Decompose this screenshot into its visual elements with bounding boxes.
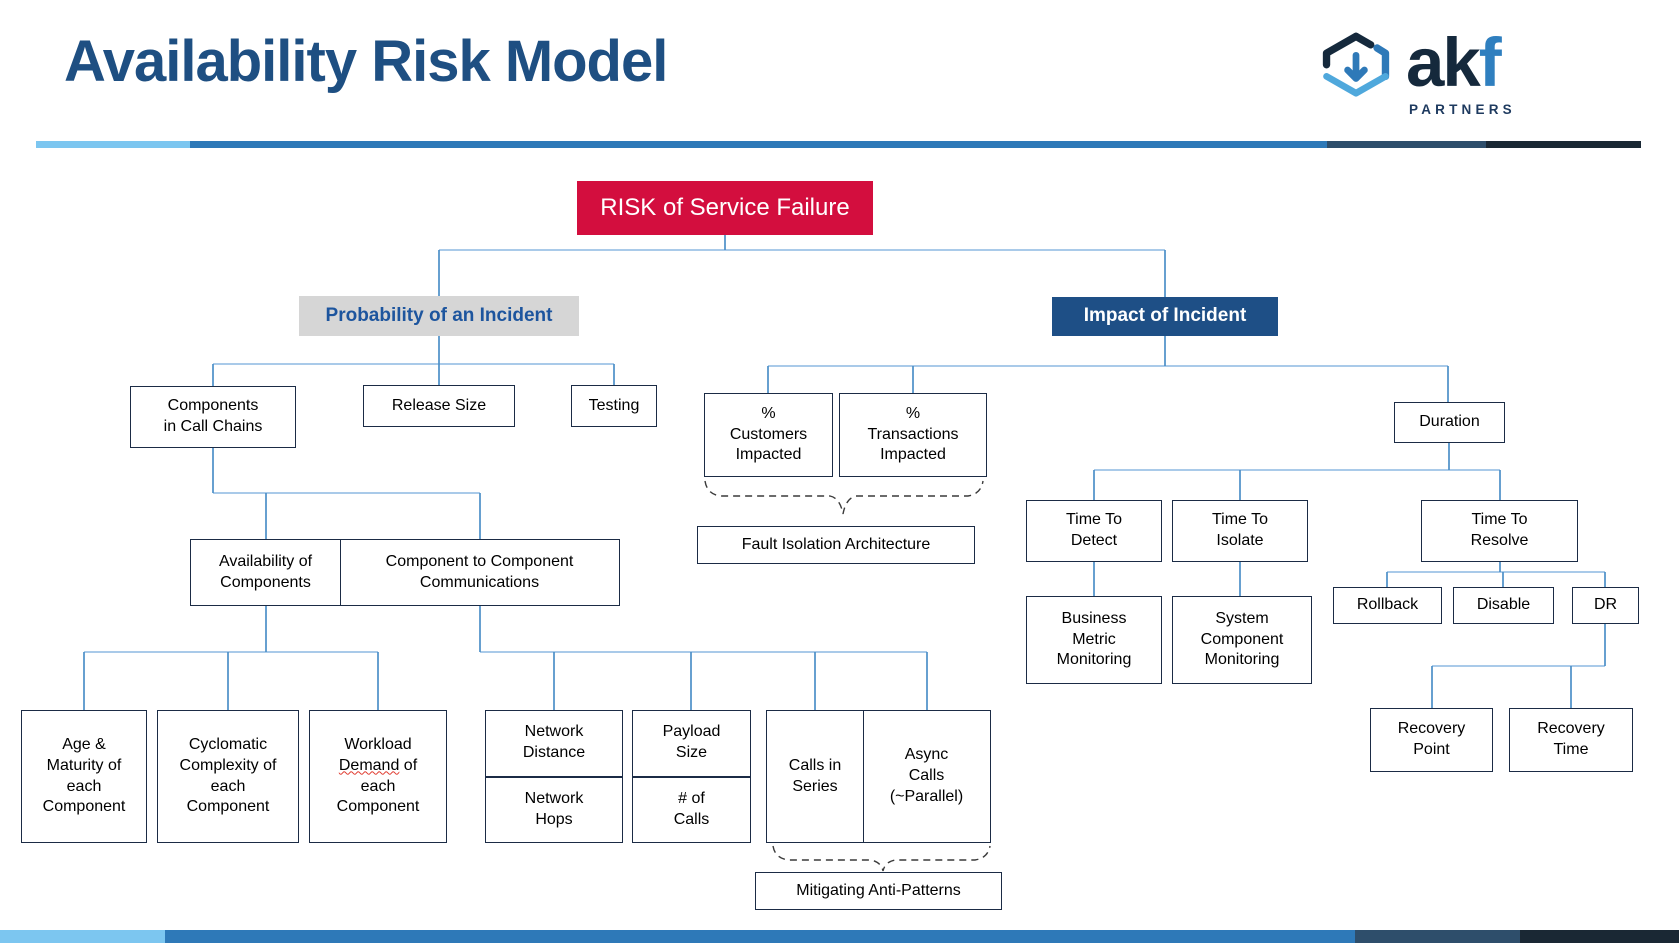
node-time-to-resolve: Time To Resolve: [1421, 500, 1578, 562]
akf-logo: akf PARTNERS: [1316, 28, 1516, 117]
akf-partners-label: PARTNERS: [1409, 101, 1516, 117]
node-network-distance: Network Distance: [522, 723, 586, 762]
node-pct-customers-impacted: % Customers Impacted: [704, 393, 833, 477]
node-pct-transactions-impacted: % Transactions Impacted: [839, 393, 987, 477]
node-network-distance-hops: Network Distance Network Hops: [485, 710, 623, 843]
node-cyclomatic-complexity: Cyclomatic Complexity of each Component: [157, 710, 299, 843]
node-probability-of-incident: Probability of an Incident: [299, 296, 579, 336]
fault-isolation-brace: [704, 480, 984, 515]
bottombar-segment-blue: [165, 930, 1355, 943]
node-availability-of-components: Availability of Components: [190, 539, 341, 606]
akf-wordmark: akf: [1406, 28, 1516, 97]
node-network-hops: Network Hops: [486, 775, 622, 843]
node-payload-size-calls: Payload Size # of Calls: [632, 710, 751, 843]
node-payload-size: Payload Size: [662, 723, 721, 762]
node-duration: Duration: [1394, 402, 1505, 443]
page-title: Availability Risk Model: [64, 29, 668, 94]
divider-segment-navy: [1486, 141, 1641, 148]
node-async-calls: Async Calls (~Parallel): [862, 710, 991, 843]
divider-segment-blue: [190, 141, 1327, 148]
bottombar-segment-slate: [1355, 930, 1520, 943]
node-system-component-monitoring: System Component Monitoring: [1172, 596, 1312, 684]
node-time-to-detect: Time To Detect: [1026, 500, 1162, 562]
akf-wordmark-f: f: [1478, 24, 1502, 101]
node-risk-of-service-failure: RISK of Service Failure: [577, 181, 873, 235]
akf-cube-icon: [1322, 32, 1390, 97]
title-divider: [36, 141, 1641, 148]
node-mitigating-anti-patterns: Mitigating Anti-Patterns: [755, 872, 1002, 910]
node-recovery-time: Recovery Time: [1509, 708, 1633, 772]
node-dr: DR: [1572, 587, 1639, 624]
akf-logo-text: akf PARTNERS: [1406, 28, 1516, 117]
node-rollback: Rollback: [1333, 587, 1442, 624]
divider-segment-slate: [1327, 141, 1486, 148]
node-impact-of-incident: Impact of Incident: [1052, 297, 1278, 336]
node-number-of-calls: # of Calls: [633, 775, 750, 843]
node-time-to-isolate: Time To Isolate: [1172, 500, 1308, 562]
node-fault-isolation-architecture: Fault Isolation Architecture: [697, 526, 975, 564]
node-component-to-component-communications: Component to Component Communications: [339, 539, 620, 606]
misspelled-word: Demand: [338, 756, 400, 774]
bottombar-segment-navy: [1520, 930, 1679, 943]
divider-segment-light: [36, 141, 190, 148]
node-components-in-call-chains: Components in Call Chains: [130, 386, 296, 448]
bottombar-segment-light: [0, 930, 165, 943]
node-calls-in-series: Calls in Series: [766, 710, 864, 843]
node-disable: Disable: [1453, 587, 1554, 624]
mitigating-brace: [772, 845, 991, 872]
node-testing: Testing: [571, 385, 657, 427]
akf-wordmark-ak: ak: [1406, 24, 1481, 101]
node-business-metric-monitoring: Business Metric Monitoring: [1026, 596, 1162, 684]
node-recovery-point: Recovery Point: [1370, 708, 1493, 772]
node-age-maturity: Age & Maturity of each Component: [21, 710, 147, 843]
node-release-size: Release Size: [363, 385, 515, 427]
bottom-accent-bar: [0, 930, 1679, 943]
